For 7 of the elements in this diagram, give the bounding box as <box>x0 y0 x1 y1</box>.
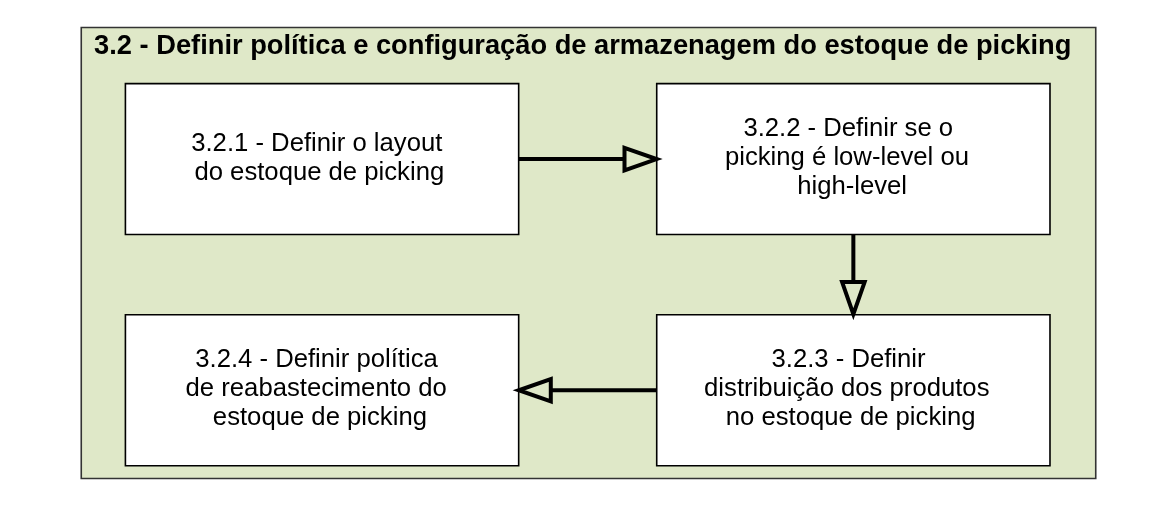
node-box: 3.2.4 - Definir política de reabastecimento do estoque de picking <box>124 314 519 467</box>
node-box: 3.2.1 - Definir o layout do estoque de picking <box>124 82 519 236</box>
arrow <box>512 376 657 405</box>
arrow <box>838 234 867 321</box>
node-box: 3.2.3 - Definir distribuição dos produtos no estoque de picking <box>655 314 1051 467</box>
node-box: 3.2.2 - Definir se o picking é low-level ou high-level <box>655 82 1051 236</box>
arrow <box>518 145 663 174</box>
